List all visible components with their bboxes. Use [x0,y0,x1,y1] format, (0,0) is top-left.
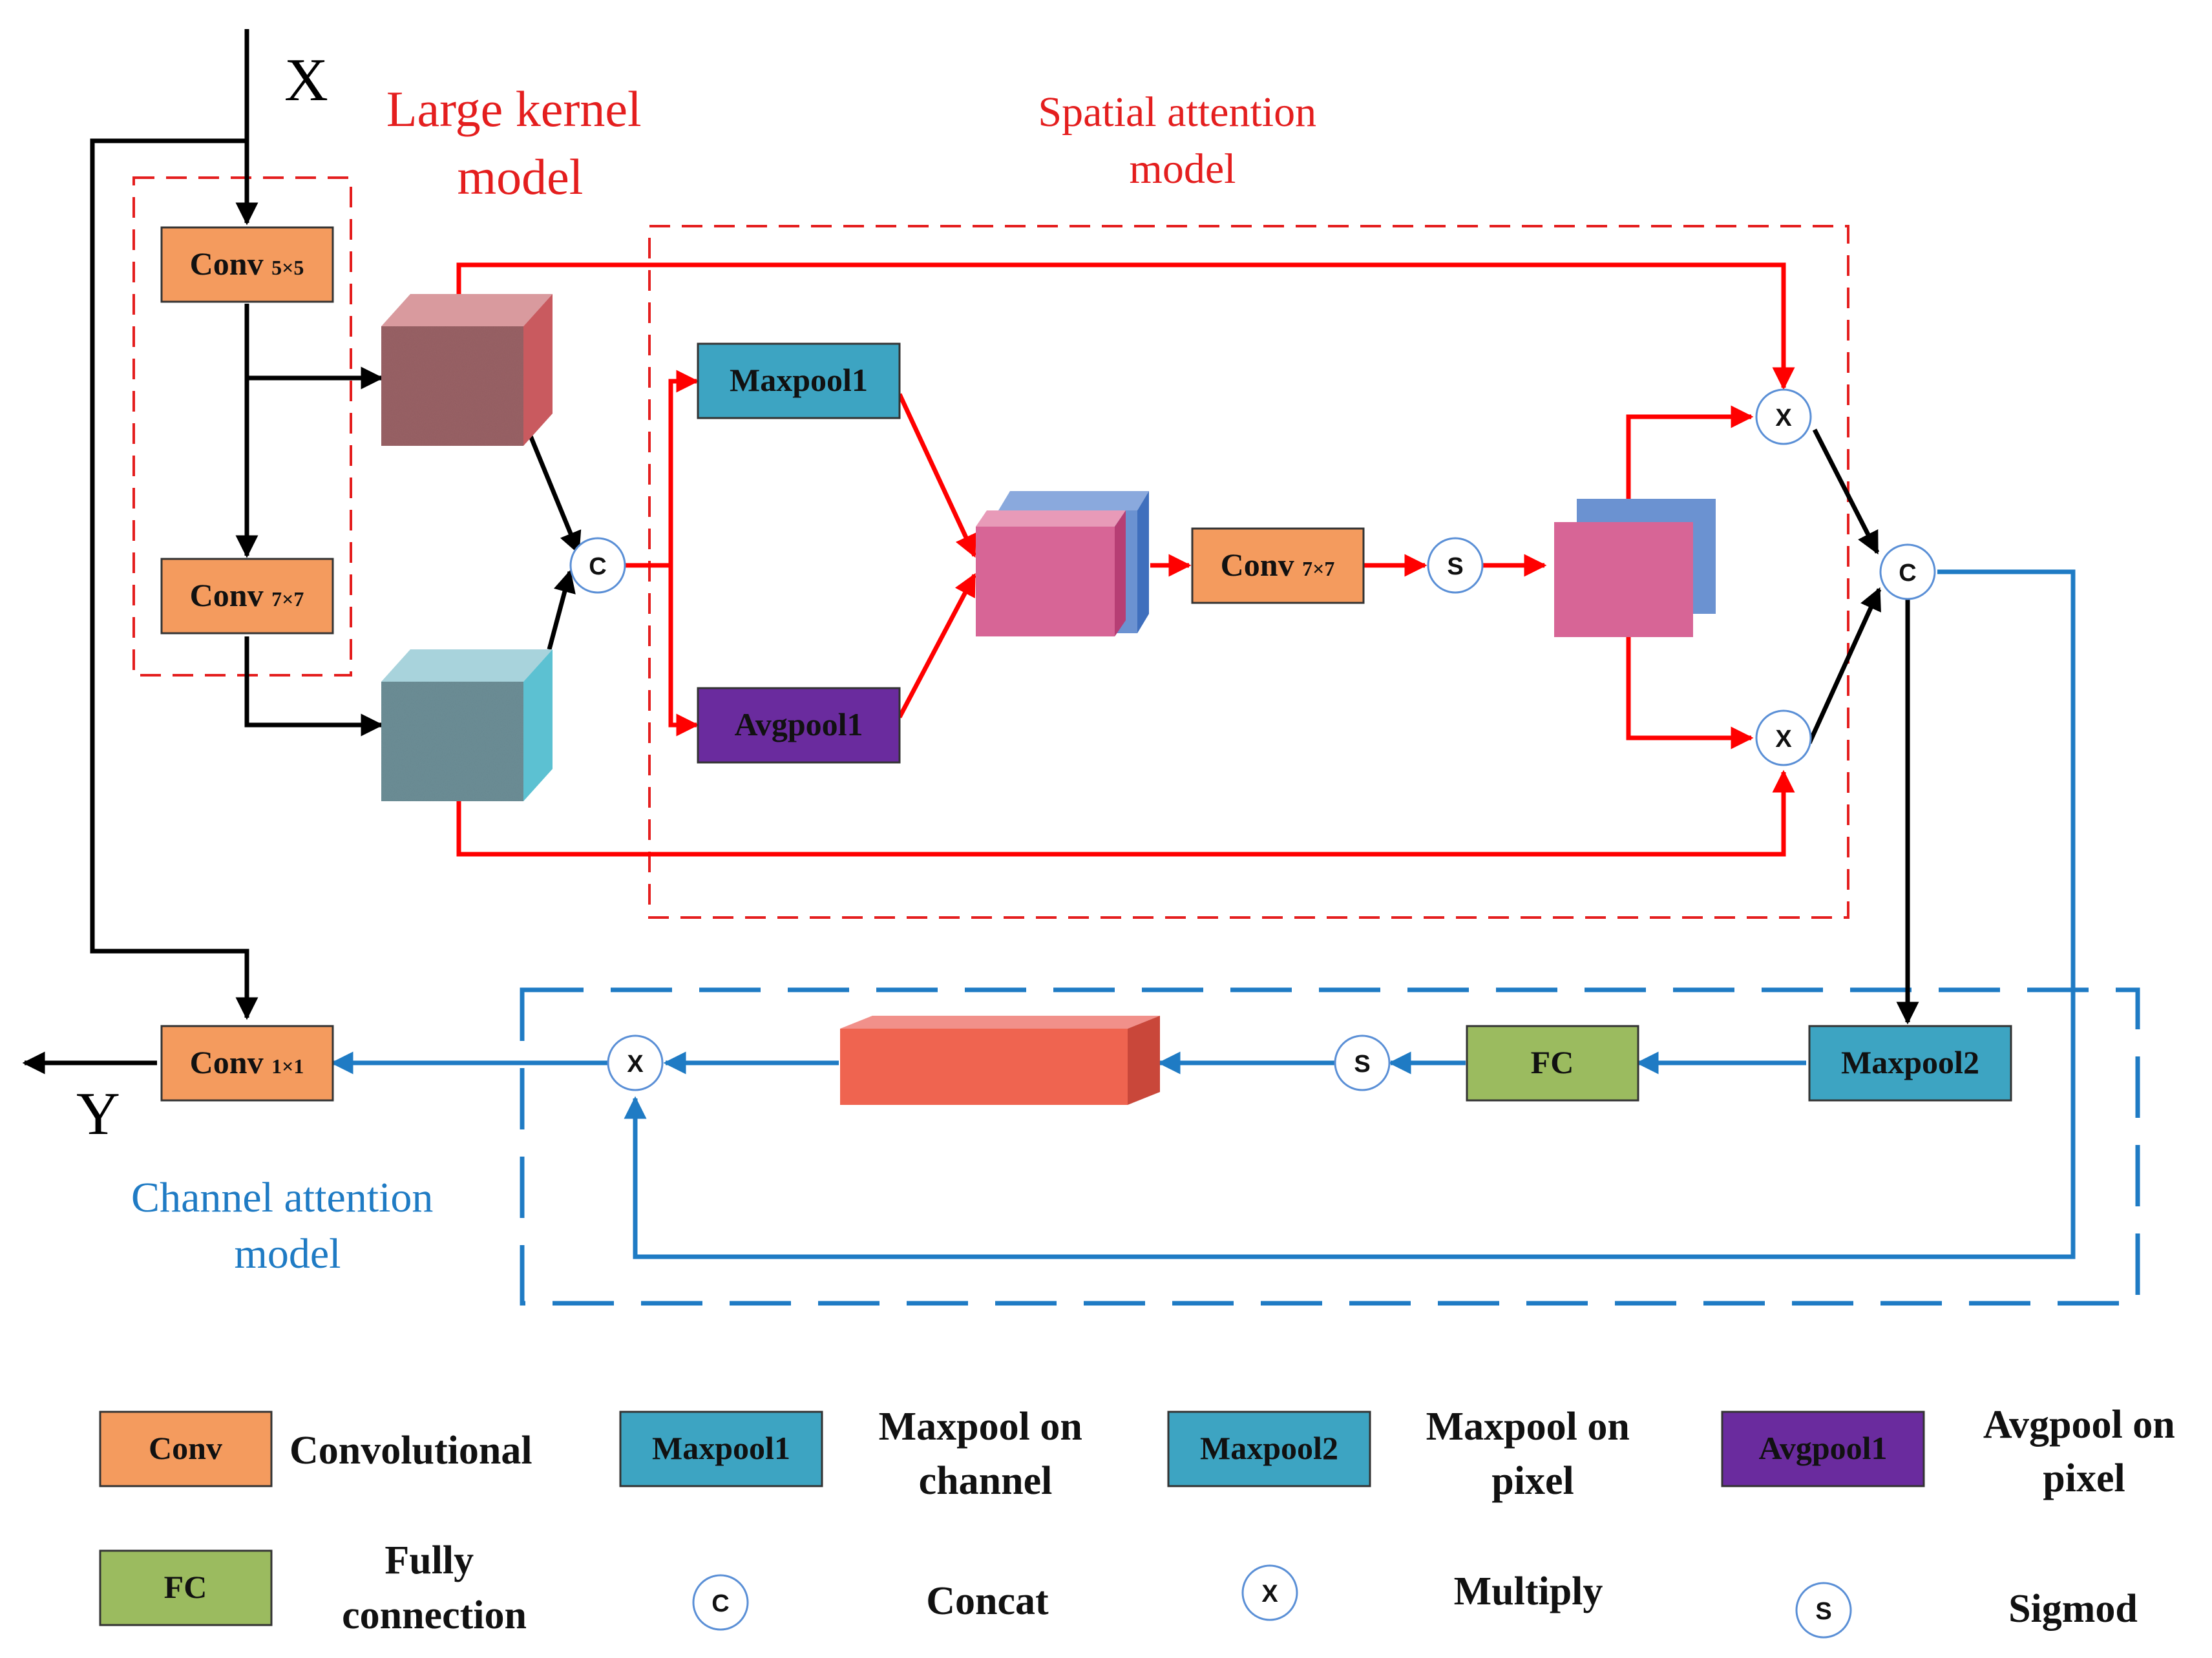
large-kernel-title: Large kernel model [386,81,654,205]
svg-text:Sigmod: Sigmod [2008,1587,2138,1631]
main-flow-lines [22,29,1919,1075]
svg-text:Avgpool1: Avgpool1 [734,706,863,742]
legend: Conv Convolutional Maxpool1 Maxpool on c… [99,1403,2185,1639]
sigmoid-op-1: S [1427,537,1484,594]
spatial-attention-title: Spatial attention model [1038,89,1327,193]
svg-text:X: X [1261,1580,1278,1608]
channel-attention-title: Channel attention model [131,1174,444,1277]
spatial-conv-7x7-block: Conv 7×7 [1191,527,1365,604]
multiply-op-channel: X [607,1034,664,1091]
large-kernel-region [132,176,352,677]
multiply-op-bottom: X [1755,709,1812,766]
concat-op-2: C [1879,543,1936,600]
avgpool1-block: Avgpool1 [697,687,901,764]
feature-cube-7x7 [381,649,553,801]
svg-text:Avgpool1: Avgpool1 [1758,1430,1887,1466]
legend-conv: Conv Convolutional [99,1411,532,1487]
multiply-op-top: X [1755,388,1812,445]
channel-flow-lines [330,569,2076,1259]
svg-text:C: C [589,553,606,580]
maxpool1-block: Maxpool1 [697,342,901,419]
legend-maxpool2: Maxpool2 Maxpool on pixel [1167,1405,1640,1503]
svg-text:Maxpool on channel: Maxpool on channel [879,1405,1093,1503]
svg-text:X: X [627,1051,644,1078]
svg-text:Maxpool1: Maxpool1 [652,1430,790,1466]
input-label: X [284,47,328,114]
svg-text:Fully connection: Fully connection [342,1538,527,1637]
svg-text:X: X [1775,726,1792,753]
spatial-flow-lines [456,262,1795,857]
feature-cube-5x5 [381,294,553,446]
channel-weight-bar [840,1016,1160,1105]
fc-block: FC [1466,1025,1639,1102]
attention-map-stack [1554,499,1716,637]
svg-text:Multiply: Multiply [1454,1569,1603,1613]
svg-text:X: X [1775,404,1792,432]
output-label: Y [76,1080,120,1148]
svg-text:S: S [1354,1051,1370,1078]
spatial-attention-region [648,225,1849,919]
svg-text:Conv 1×1: Conv 1×1 [190,1044,304,1080]
svg-text:FC: FC [164,1569,207,1605]
svg-text:Convolutional: Convolutional [290,1429,532,1473]
legend-avgpool1: Avgpool1 Avgpool on pixel [1721,1403,2185,1500]
svg-text:Maxpool on pixel: Maxpool on pixel [1426,1405,1640,1503]
svg-text:S: S [1815,1598,1831,1625]
legend-fc: FC Fully connection [99,1538,527,1637]
legend-sigmoid: S Sigmod [1795,1582,2138,1639]
svg-text:Conv 7×7: Conv 7×7 [190,577,304,613]
svg-text:Conv: Conv [149,1430,222,1466]
maxpool2-block: Maxpool2 [1808,1025,2012,1102]
svg-text:Maxpool1: Maxpool1 [730,362,868,398]
sigmoid-op-2: S [1334,1034,1391,1091]
legend-multiply: X Multiply [1241,1564,1603,1621]
svg-text:C: C [711,1590,729,1617]
svg-text:Maxpool2: Maxpool2 [1841,1044,1979,1080]
channel-attention-region [520,987,2140,1306]
svg-text:Conv 5×5: Conv 5×5 [190,246,304,282]
svg-text:FC: FC [1531,1044,1574,1080]
concat-op-1: C [569,537,626,594]
legend-maxpool1: Maxpool1 Maxpool on channel [619,1405,1093,1503]
conv-5x5-block: Conv 5×5 [160,226,334,303]
svg-text:S: S [1447,553,1463,580]
svg-text:Maxpool2: Maxpool2 [1200,1430,1338,1466]
conv-7x7-block: Conv 7×7 [160,558,334,635]
svg-text:C: C [1899,560,1916,587]
legend-concat: C Concat [692,1574,1049,1631]
pooled-feature-stack [976,491,1149,636]
conv-1x1-block: Conv 1×1 [160,1025,334,1102]
svg-text:Conv 7×7: Conv 7×7 [1221,547,1335,583]
svg-text:Concat: Concat [926,1579,1049,1623]
svg-text:Avgpool on pixel: Avgpool on pixel [1983,1403,2185,1500]
